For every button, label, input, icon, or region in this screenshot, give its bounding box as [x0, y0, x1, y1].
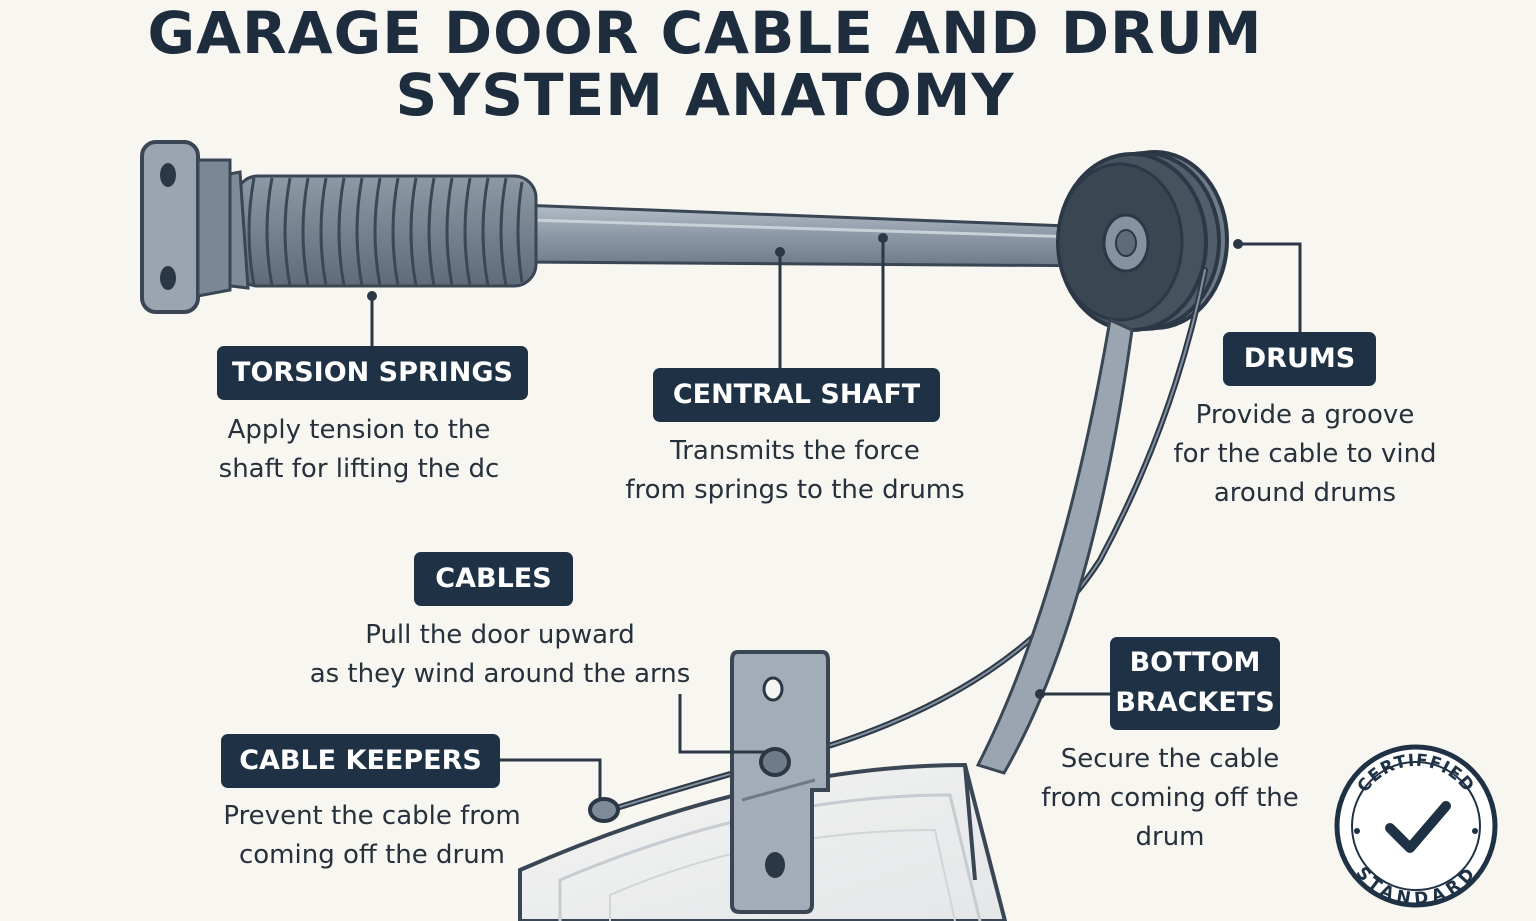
description-cable-keepers: Prevent the cable from coming off the dr… — [200, 797, 544, 875]
description-line: Apply tension to the — [227, 415, 491, 445]
title-line: SYSTEM ANATOMY — [395, 61, 1015, 129]
description-line: from springs to the drums — [625, 475, 965, 505]
description-central-shaft: Transmits the force from springs to the … — [600, 432, 990, 510]
label-drums: DRUMS — [1223, 332, 1376, 386]
description-line: Transmits the force — [670, 436, 920, 466]
label-torsion-springs: TORSION SPRINGS — [217, 346, 528, 400]
leader-dots — [367, 233, 1243, 699]
description-line: Prevent the cable from — [223, 801, 521, 831]
certified-badge: CERTIFFIED STANDARD — [1334, 744, 1498, 909]
label-central-shaft: CENTRAL SHAFT — [653, 368, 940, 422]
label-bottom-brackets: BOTTOM BRACKETS — [1110, 637, 1280, 730]
description-drums: Provide a groove for the cable to vind a… — [1150, 396, 1460, 513]
description-line: drum — [1135, 822, 1205, 852]
description-line: Secure the cable — [1060, 744, 1280, 774]
description-line: coming off the drum — [238, 840, 506, 870]
label-line: TORSION SPRINGS — [232, 357, 513, 388]
label-line: CABLES — [435, 563, 552, 594]
label-cables: CABLES — [414, 552, 573, 606]
end-bearing-plate — [140, 140, 232, 314]
diagram-title: GARAGE DOOR CABLE AND DRUM SYSTEM ANATOM… — [100, 2, 1310, 126]
label-cable-keepers: CABLE KEEPERS — [221, 734, 500, 788]
label-line: BRACKETS — [1115, 687, 1275, 718]
description-line: as they wind around the arns — [309, 659, 691, 689]
description-line: Provide a groove — [1195, 400, 1415, 430]
leader-lines — [370, 238, 1302, 800]
title-line: GARAGE DOOR CABLE AND DRUM — [147, 0, 1263, 67]
description-line: for the cable to vind — [1173, 439, 1437, 469]
description-line: from coming off the — [1041, 783, 1299, 813]
description-cables: Pull the door upward as they wind around… — [290, 616, 710, 694]
lift-cable — [607, 267, 1208, 813]
door-track — [963, 764, 977, 881]
label-line: DRUMS — [1243, 343, 1356, 374]
torsion-spring — [234, 174, 538, 288]
description-line: Pull the door upward — [365, 620, 635, 650]
description-bottom-brackets: Secure the cable from coming off the dru… — [1020, 740, 1320, 857]
description-torsion-springs: Apply tension to the shaft for lifting t… — [210, 411, 508, 489]
central-shaft — [518, 203, 1122, 268]
description-line: shaft for lifting the dc — [218, 454, 500, 484]
checkmark-icon — [1385, 801, 1451, 853]
bottom-bracket-strap — [975, 317, 1134, 775]
cable-keeper-bracket — [730, 650, 830, 914]
cable-drum — [1056, 150, 1229, 332]
description-line: around drums — [1213, 478, 1397, 508]
label-line: CABLE KEEPERS — [239, 745, 482, 776]
label-line: CENTRAL SHAFT — [672, 379, 921, 410]
cable-end-loop — [588, 797, 620, 823]
label-line: BOTTOM — [1129, 647, 1261, 678]
